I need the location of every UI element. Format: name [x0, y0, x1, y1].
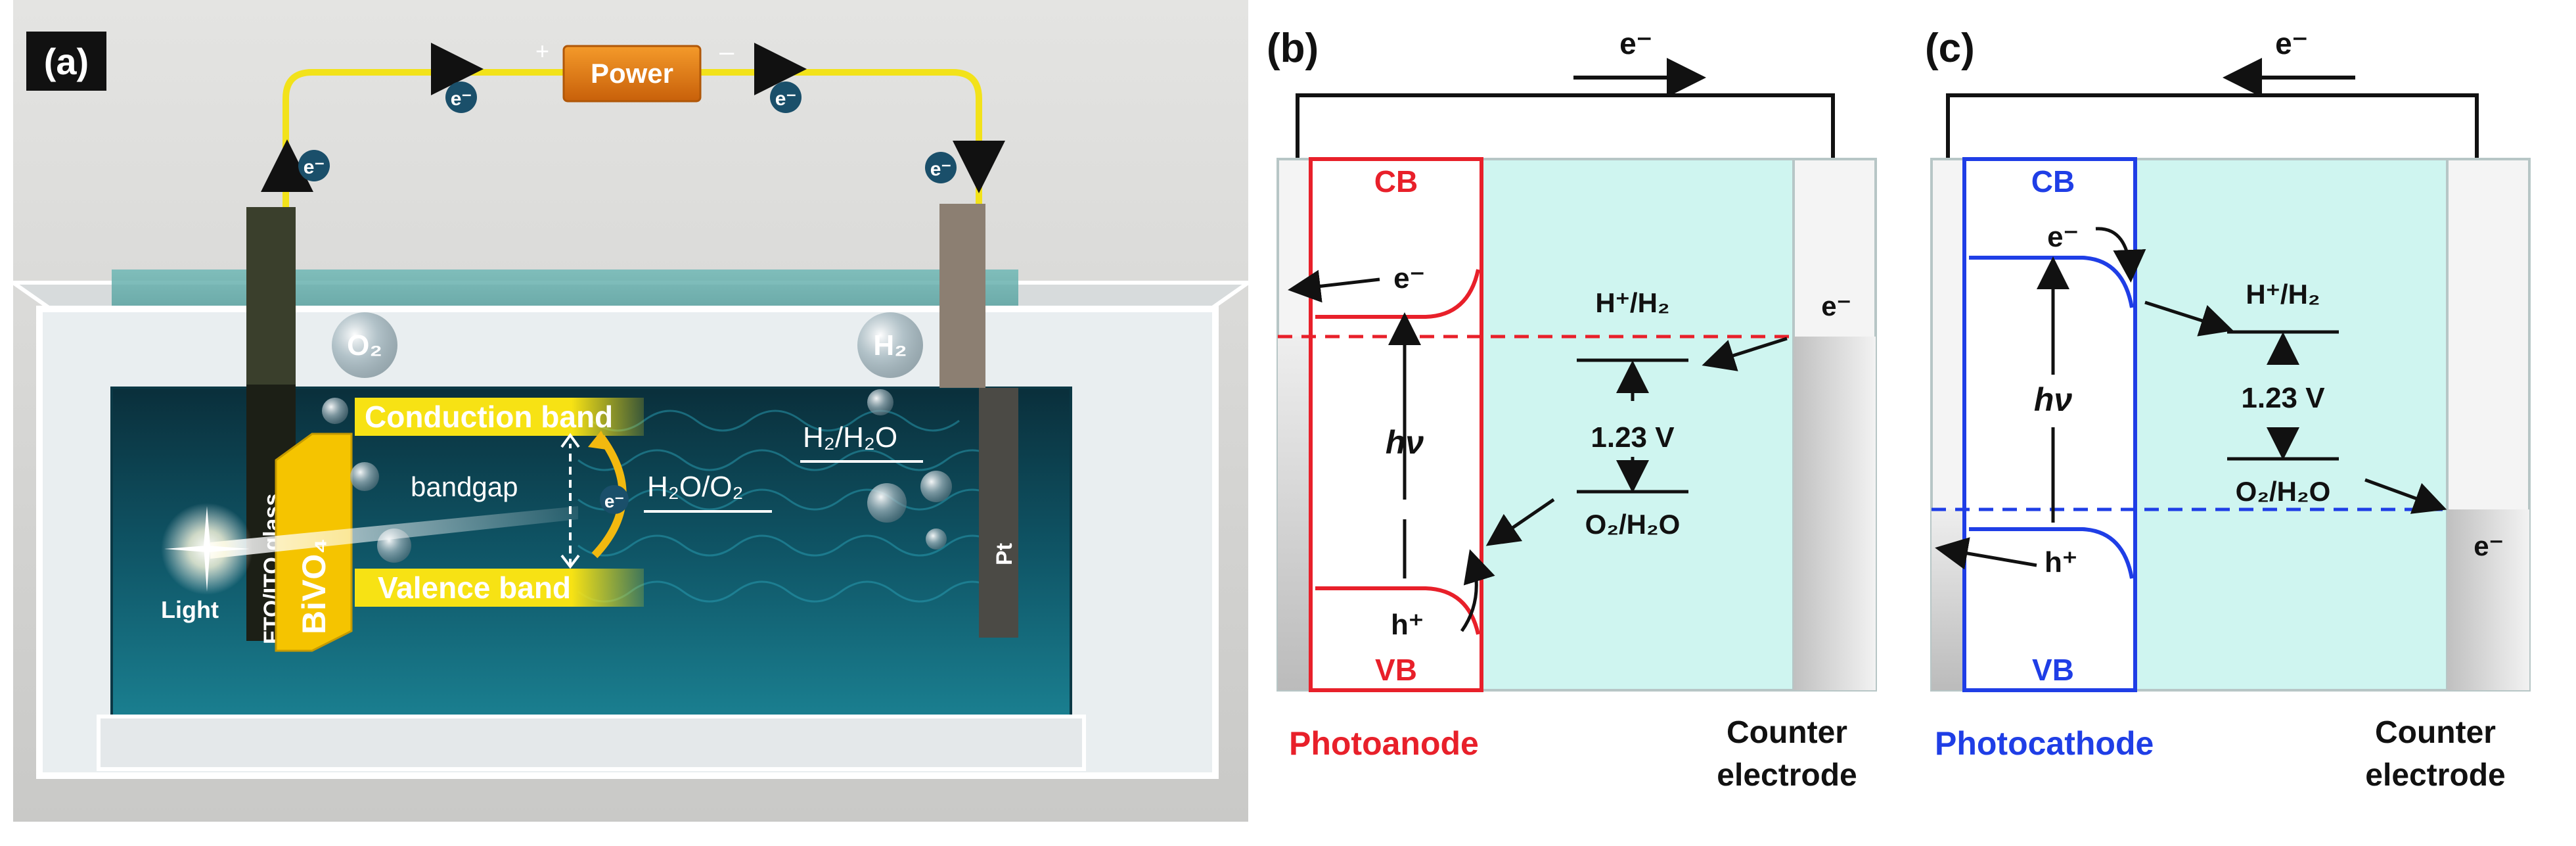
panel-c-electron-top: e⁻	[2275, 26, 2308, 60]
panel-c-h-couple: H⁺/H₂	[2246, 279, 2320, 310]
h2-label: H₂	[873, 329, 907, 362]
panel-c-counter-label-1: Counter	[2375, 715, 2496, 750]
excitation-electron-label: e⁻	[604, 491, 624, 511]
panel-c-voltage: 1.23 V	[2241, 382, 2325, 414]
panel-b-cb-edge	[1315, 269, 1480, 319]
valence-band-bar	[355, 569, 644, 607]
panel-a-tag: (a)	[44, 41, 89, 82]
plus-label: +	[535, 37, 549, 64]
panel-c-circuit	[1946, 93, 2479, 159]
panel-c-tag: (c)	[1925, 26, 1975, 71]
o2-bubble	[332, 312, 397, 378]
panel-b-vb-edge	[1315, 586, 1480, 635]
panel-b-electrolyte	[1480, 158, 1795, 692]
panel-c-semiconductor-box	[1962, 157, 2137, 692]
panel-b-electron-top: e⁻	[1619, 26, 1652, 60]
electrode-electron-right-label: e⁻	[930, 158, 952, 180]
panel-c-electron-arrow	[2095, 227, 2146, 283]
panel-b-counter-label-1: Counter	[1727, 715, 1847, 750]
light-label: Light	[161, 596, 219, 623]
panel-b-e-cb: e⁻	[1393, 262, 1425, 294]
electrode-electron-left-label: e⁻	[304, 156, 325, 178]
panel-c-counter-label-2: electrode	[2365, 758, 2505, 793]
power-label: Power	[591, 58, 673, 89]
panel-b-photoanode-label: Photoanode	[1289, 725, 1479, 762]
electrode-electron-left: e⁻	[261, 139, 330, 192]
valence-band-label: Valence band	[378, 571, 571, 605]
panel-b-cb-label: CB	[1374, 164, 1418, 199]
power-supply	[562, 45, 702, 103]
h2-bubble	[857, 312, 923, 378]
bandgap-label: bandgap	[411, 471, 518, 502]
minus-label: –	[719, 37, 734, 66]
panel-c-vb-edge	[1969, 527, 2134, 579]
electrode-electron-right: e⁻	[925, 141, 1005, 193]
conduction-band-bar	[355, 398, 644, 436]
bivo4-label: BiVO₄	[296, 538, 332, 634]
wire-electron-right: e⁻	[754, 43, 807, 113]
panel-b-vb-label: VB	[1375, 653, 1417, 687]
pt-label: Pt	[992, 543, 1017, 565]
panel-b-o-couple: O₂/H₂O	[1585, 509, 1681, 540]
panel-a: Power + – e⁻ e⁻ e⁻ e⁻ FTO/ITO glass	[7, 0, 1255, 822]
panel-b-h-vb: h⁺	[1391, 609, 1424, 641]
o2-label: O₂	[347, 329, 382, 362]
wire-electron-left-label: e⁻	[451, 88, 472, 110]
panel-c-h-vb: h⁺	[2045, 546, 2077, 578]
h2o-o2-label: H₂O/O₂	[647, 471, 744, 503]
panel-b-semiconductor-box	[1309, 157, 1483, 692]
caustic-pattern	[577, 410, 999, 603]
water-bubbles	[322, 389, 952, 563]
panel-b-counter-arrow	[1702, 337, 1788, 371]
panel-c-hole-out-arrow	[1935, 537, 2037, 570]
panel-b-tag: (b)	[1267, 26, 1319, 71]
panel-c-photocathode-label: Photocathode	[1935, 725, 2154, 762]
panel-b-oxidation-arrow	[1485, 498, 1555, 546]
panel-c-counter-arrow	[2364, 478, 2447, 514]
panel-b-circuit	[1296, 93, 1835, 159]
panel-c-vb-label: VB	[2032, 653, 2074, 687]
panel-b-h-couple: H⁺/H₂	[1595, 287, 1669, 318]
panel-c-reduction-arrow	[2144, 300, 2234, 337]
h2-h2o-label: H₂/H₂O	[803, 421, 897, 454]
panel-b-voltage: 1.23 V	[1591, 421, 1675, 454]
panel-a-tag-bg	[26, 32, 106, 91]
pt-electrode	[939, 204, 985, 388]
wire-electron-left: e⁻	[431, 43, 484, 113]
panel-c-e-counter: e⁻	[2474, 530, 2504, 561]
panel-c-cb-label: CB	[2031, 164, 2075, 199]
conduction-band-label: Conduction band	[365, 400, 613, 434]
wire-electron-right-label: e⁻	[775, 88, 797, 110]
panel-b-electron-out-arrow	[1288, 270, 1380, 303]
light-beam	[210, 506, 578, 559]
panel-b-counter-label-2: electrode	[1717, 758, 1857, 793]
panel-c-e-cb: e⁻	[2047, 221, 2079, 253]
panel-c-o-couple: O₂/H₂O	[2236, 476, 2331, 507]
panel-c: (c) e⁻ CB VB e⁻ h⁺ hν H⁺/H₂ 1.23 V O₂/H₂…	[1925, 26, 2531, 793]
panel-c-hv-label: hν	[2034, 381, 2073, 418]
panel-b-hv-label: hν	[1386, 424, 1424, 461]
panel-b-hole-arrow	[1460, 549, 1495, 632]
panel-b-e-counter: e⁻	[1821, 291, 1851, 321]
panel-c-electrolyte	[2134, 158, 2449, 692]
panel-b: (b) e⁻ CB VB e⁻ h⁺ hν H⁺/H₂	[1267, 26, 1877, 793]
